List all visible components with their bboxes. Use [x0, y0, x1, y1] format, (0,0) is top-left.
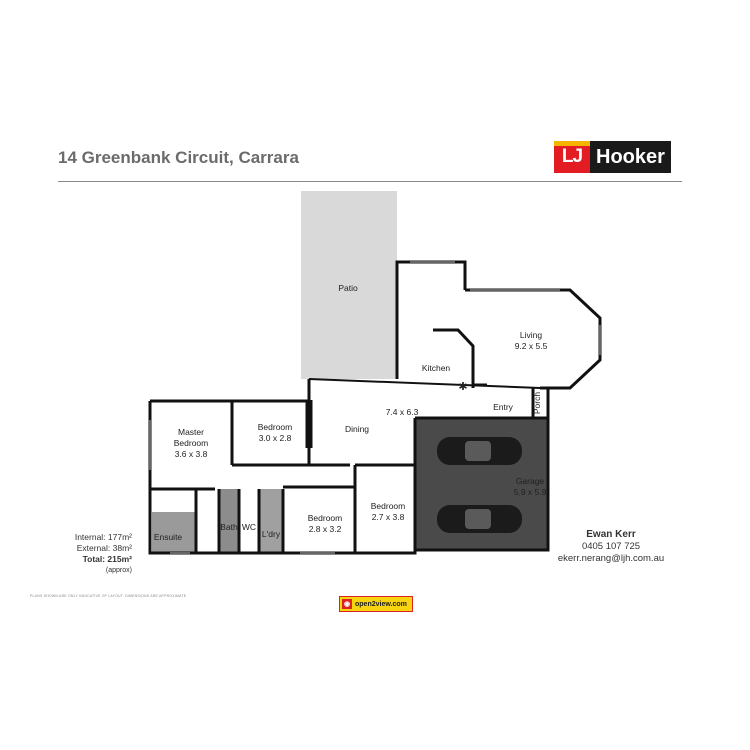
- cooktop-icon: ✱: [458, 381, 467, 393]
- logo-mark: LJ: [554, 141, 590, 173]
- room-label: Dining: [345, 424, 369, 434]
- room-label: Bedroom: [308, 513, 343, 523]
- lj-hooker-logo: LJ Hooker: [554, 141, 671, 173]
- internal-area: Internal: 177m²: [74, 532, 132, 542]
- approx-note: (approx): [105, 567, 132, 574]
- room-dimension: 5.9 x 5.9: [514, 487, 547, 497]
- open2view-icon: ◉: [342, 599, 352, 609]
- room-label: WC: [242, 522, 256, 532]
- logo-text: Hooker: [590, 141, 671, 173]
- room-label: L'dry: [262, 529, 281, 539]
- room-label: Master: [178, 427, 204, 437]
- agent-email[interactable]: ekerr.nerang@ljh.com.au: [557, 553, 665, 564]
- room-label: Porch: [532, 392, 542, 414]
- room-label: Bedroom: [258, 422, 293, 432]
- laundry-area: [259, 489, 283, 553]
- open2view-label: open2view.com: [355, 600, 407, 608]
- room-dimension: 2.8 x 3.2: [309, 524, 342, 534]
- disclaimer-text: PLANS SHOWN ARE ONLY INDICATIVE OF LAYOU…: [30, 594, 188, 598]
- windows: [149, 261, 601, 554]
- room-label: Bedroom: [371, 501, 406, 511]
- room-label: Living: [520, 330, 542, 340]
- room-dimension: 7.4 x 6.3: [386, 407, 419, 417]
- room-dimension: 9.2 x 5.5: [515, 341, 548, 351]
- room-label: Bedroom: [174, 438, 209, 448]
- room-dimension: 2.7 x 3.8: [372, 512, 405, 522]
- room-label: Entry: [493, 402, 514, 412]
- ensuite-area: [152, 512, 196, 553]
- page-title: 14 Greenbank Circuit, Carrara: [58, 148, 299, 167]
- car-icon: [437, 505, 522, 533]
- total-area: Total: 215m²: [82, 554, 132, 564]
- open2view-badge[interactable]: ◉ open2view.com: [339, 596, 413, 612]
- header-rule: [58, 181, 682, 182]
- bath-area: [219, 489, 239, 553]
- car-icon: [437, 437, 522, 465]
- patio-area: [301, 191, 397, 379]
- room-dimension: 3.0 x 2.8: [259, 433, 292, 443]
- agent-phone[interactable]: 0405 107 725: [581, 541, 641, 552]
- room-label: Patio: [338, 283, 358, 293]
- agent-name: Ewan Kerr: [586, 529, 636, 540]
- room-dimension: 3.6 x 3.8: [175, 449, 208, 459]
- room-label: Kitchen: [422, 363, 451, 373]
- room-label: Bath: [220, 522, 238, 532]
- external-area: External: 38m²: [76, 543, 132, 553]
- room-label: Garage: [516, 476, 545, 486]
- area-summary: Internal: 177m² External: 38m² Total: 21…: [40, 532, 132, 576]
- agent-contact: Ewan Kerr 0405 107 725 ekerr.nerang@ljh.…: [548, 529, 674, 565]
- room-label: Ensuite: [154, 532, 183, 542]
